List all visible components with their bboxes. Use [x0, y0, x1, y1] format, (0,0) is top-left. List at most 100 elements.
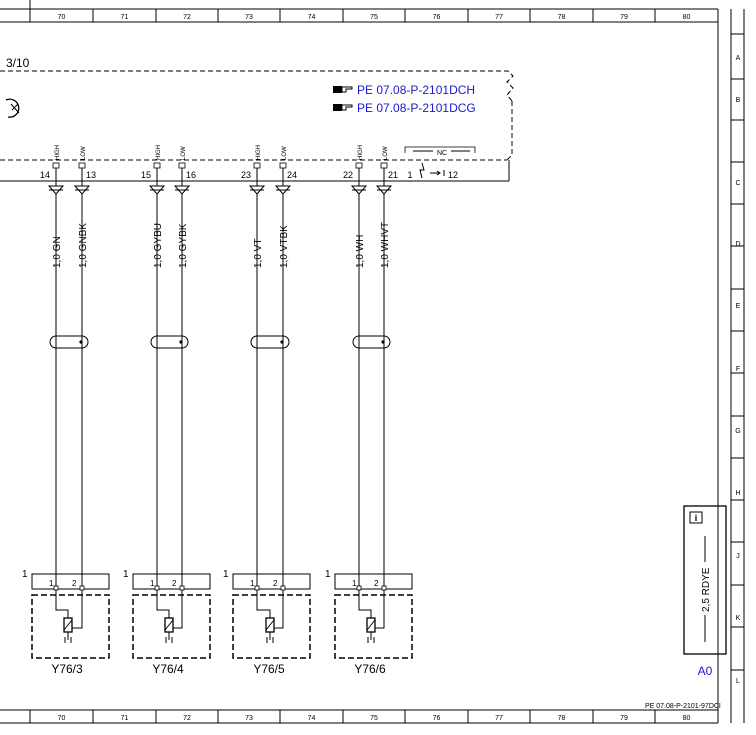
- reference-link-2[interactable]: PE 07.08-P-2101DCG: [357, 101, 476, 115]
- drawing-frame: 7070717172727373747475757676777778787979…: [0, 0, 745, 724]
- pin-type-label: LOW: [383, 146, 389, 160]
- ground-wire-label: 2,5 RDYE: [701, 567, 712, 612]
- nc-switch-symbol: [419, 162, 425, 179]
- wiring-group: HIGH 14 1,0 GN LOW 13 1,0 GNBK HIGH 15 1,0 GYBU L…: [40, 145, 398, 587]
- coil-wire-b: [375, 590, 385, 629]
- connector-pin-box: [78, 162, 86, 169]
- wire-color-label: 1,0 GN: [52, 236, 63, 268]
- pin-type-label: HIGH: [55, 145, 61, 160]
- component-pin-box: [356, 585, 362, 591]
- component-header-box: [334, 573, 413, 590]
- connector-pin-box: [279, 162, 287, 169]
- component-dashed-body: [232, 594, 311, 659]
- connector-pin-box: [380, 162, 388, 169]
- frame-column-label-bottom: 72: [183, 715, 191, 722]
- frame-column-label-bottom: 79: [620, 715, 628, 722]
- pin-number: 22: [343, 170, 353, 180]
- continuation-label: 3/10: [6, 56, 30, 70]
- solenoid-coil-slash: [366, 619, 376, 631]
- component-header-box: [132, 573, 211, 590]
- connector-pin-box: [153, 162, 161, 169]
- frame-column-label-bottom: 71: [121, 715, 129, 722]
- pin-number: 16: [186, 170, 196, 180]
- component-mark: 1: [325, 569, 331, 580]
- pin-type-label: LOW: [181, 146, 187, 160]
- shield-dot: [381, 340, 385, 344]
- frame-column-label-bottom: 73: [245, 715, 253, 722]
- component-mark: 1: [123, 569, 129, 580]
- frame-column-label-bottom: 74: [308, 715, 316, 722]
- component-name: Y76/5: [253, 662, 285, 676]
- pin-number: 13: [86, 170, 96, 180]
- shield-dot: [179, 340, 183, 344]
- component-pin-label: 1: [150, 579, 155, 588]
- component-pin-label: 2: [374, 579, 379, 588]
- reference-book-icon-body: [333, 86, 342, 93]
- component-pin-label: 2: [273, 579, 278, 588]
- pin-type-label: LOW: [282, 146, 288, 160]
- nc-arrow-icon: [430, 170, 441, 176]
- reference-link-1[interactable]: PE 07.08-P-2101DCH: [357, 83, 475, 97]
- wire-color-label: 1,0 GNBK: [78, 223, 89, 268]
- frame-column-label-top: 70: [58, 14, 66, 21]
- ground-reference-box: [683, 505, 727, 655]
- pin-number: 23: [241, 170, 251, 180]
- twisted-pair-marker: [352, 335, 391, 349]
- frame-column-label-bottom: 70: [58, 715, 66, 722]
- nc-label: NC: [437, 150, 447, 157]
- solenoid-coil-slash: [265, 619, 275, 631]
- component-pin-label: 1: [352, 579, 357, 588]
- frame-column-label-top: 74: [308, 14, 316, 21]
- pin-type-label: HIGH: [156, 145, 162, 160]
- shield-dot: [280, 340, 284, 344]
- twisted-pair-marker: [49, 335, 89, 349]
- component-pin-box: [179, 585, 185, 591]
- solenoid-coil-slash: [63, 619, 73, 631]
- coil-wire-b: [274, 590, 284, 629]
- connector-pin-box: [52, 162, 60, 169]
- transistor-icon-bar: [10, 103, 20, 114]
- frame-column-label-top: 73: [245, 14, 253, 21]
- wire-color-label: 1,0 GYBU: [153, 223, 164, 268]
- frame-column-label-bottom: 76: [433, 715, 441, 722]
- info-icon: [689, 511, 703, 524]
- component-mark: 1: [223, 569, 229, 580]
- connector-top-dashed-edge: [0, 70, 514, 102]
- coil-wire-a: [358, 590, 372, 618]
- pin-number: 15: [141, 170, 151, 180]
- pin-type-label: HIGH: [256, 145, 262, 160]
- frame-row-label: G: [735, 428, 740, 435]
- pin-number: 14: [40, 170, 50, 180]
- footer-reference: PE 07.08-P-2101-97DCI: [645, 703, 721, 710]
- component-pin-label: 2: [172, 579, 177, 588]
- wire-color-label: 1,0 WHVT: [380, 222, 391, 268]
- frame-column-label-top: 72: [183, 14, 191, 21]
- frame-row-label: E: [736, 303, 741, 310]
- frame-row-label: K: [736, 615, 741, 622]
- frame-column-label-top: 79: [620, 14, 628, 21]
- reference-book-icon: [333, 104, 353, 111]
- component-pin-box: [280, 585, 286, 591]
- coil-wire-b: [173, 590, 183, 629]
- component-header-box: [232, 573, 311, 590]
- frame-column-label-top: 80: [683, 14, 691, 21]
- frame-column-label-top: 76: [433, 14, 441, 21]
- shield-dot: [79, 340, 83, 344]
- connector-right-dashed-edge: [506, 101, 513, 161]
- frame-column-label-top: 75: [370, 14, 378, 21]
- component-header-box: [31, 573, 110, 590]
- frame-column-label-bottom: 80: [683, 715, 691, 722]
- connector-pin-box: [178, 162, 186, 169]
- pin-type-label: LOW: [81, 146, 87, 160]
- component-pin-box: [381, 585, 387, 591]
- pin-number: 24: [287, 170, 297, 180]
- coil-wire-a: [156, 590, 170, 618]
- component-dashed-body: [334, 594, 413, 659]
- transistor-icon: [5, 98, 20, 118]
- component-pin-box: [154, 585, 160, 591]
- component-pin-label: 1: [49, 579, 54, 588]
- wire-color-label: 1,0 WH: [355, 235, 366, 268]
